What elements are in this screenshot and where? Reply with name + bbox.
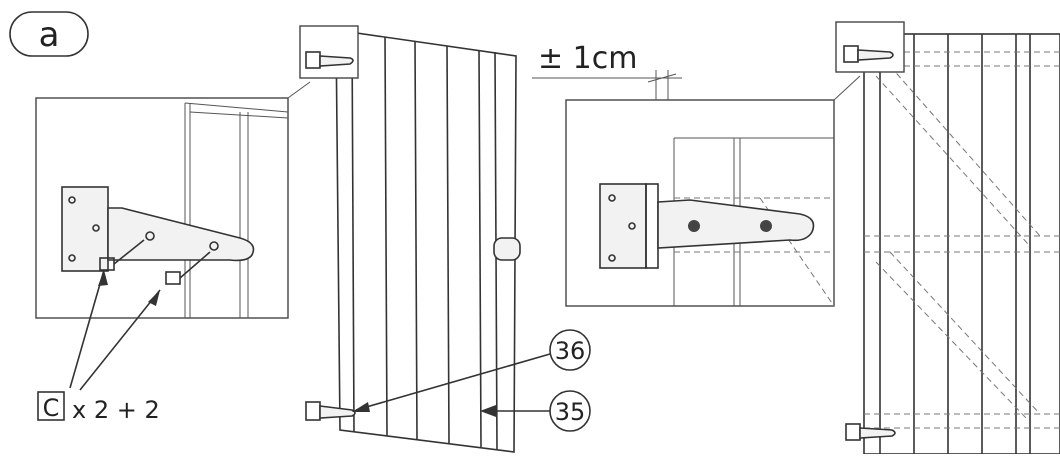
arrow-line (69, 269, 105, 389)
hinge-icon-bottom-right (845, 423, 861, 441)
arrow-line (79, 289, 161, 391)
hinge-strap-right (657, 199, 815, 249)
step-label: a (9, 11, 89, 57)
step-label-text: a (39, 15, 60, 55)
callout-36-label: 36 (555, 337, 586, 365)
arrowhead-icon (480, 405, 496, 417)
door-back-view (835, 21, 1060, 455)
callout-36: 36 (352, 329, 591, 412)
detail-box-right (565, 99, 835, 307)
hinge-plate-right (599, 183, 647, 269)
dimension-text: ± 1cm (538, 41, 637, 76)
arrowhead-icon (98, 270, 108, 286)
arrowhead-icon (148, 290, 160, 306)
hardware-callout: C x 2 + 2 (37, 269, 161, 424)
arrowhead-icon (352, 402, 370, 412)
door-handle (493, 237, 521, 261)
hinge-detail-top-right (835, 21, 905, 73)
door-panel (299, 25, 521, 453)
hinge-detail-top (299, 25, 359, 79)
dimension-annotation: ± 1cm (532, 41, 682, 200)
detail-box-left (35, 97, 289, 319)
hardware-letter: C (43, 394, 60, 422)
callout-35-label: 35 (555, 398, 586, 426)
hinge-icon-bottom (305, 401, 321, 421)
callout-35: 35 (480, 390, 591, 432)
hardware-quantity: x 2 + 2 (72, 396, 160, 424)
hardware-letter-box (37, 391, 65, 421)
step-label-pill (9, 11, 89, 57)
